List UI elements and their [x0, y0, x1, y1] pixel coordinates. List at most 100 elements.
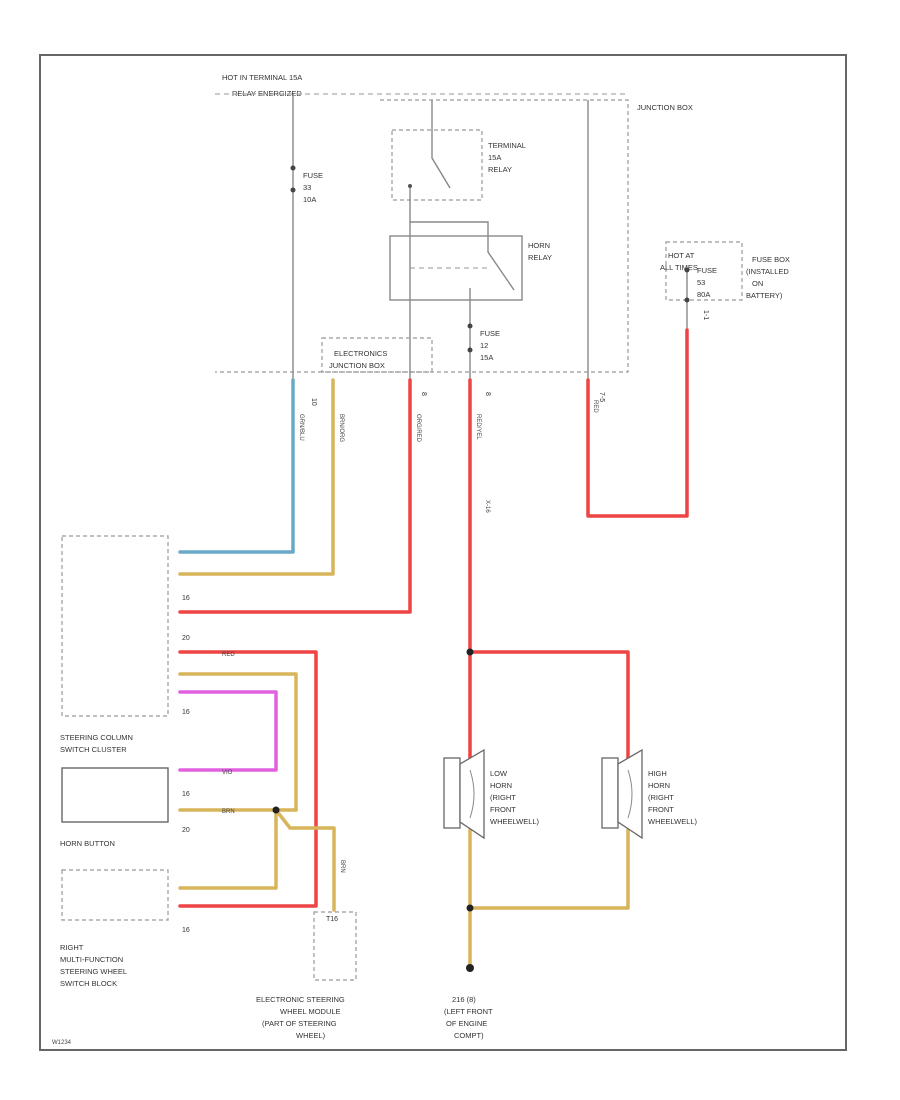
- low-horn-label-1: LOW: [490, 769, 508, 778]
- ejb-pin-3: 8: [484, 392, 491, 396]
- terminal-relay-label-3: RELAY: [488, 165, 512, 174]
- high-horn-label-3: (RIGHT: [648, 793, 674, 802]
- hot-in-terminal-label-1: HOT IN TERMINAL 15A: [222, 73, 302, 82]
- ground-label-1: 216 (8): [452, 995, 476, 1004]
- terminal-relay-wire: [431, 100, 451, 189]
- steering-cluster-pin-b: 20: [182, 635, 190, 642]
- eswm-label-1: ELECTRONIC STEERING: [256, 995, 345, 1004]
- ejb-pin-1: 10: [310, 398, 317, 406]
- fuse-53-bottom: [684, 297, 690, 303]
- jb-pin: 7-5: [598, 392, 605, 402]
- hot-at-all-times-2: ALL TIMES: [660, 263, 698, 272]
- wire-battery-red: [586, 328, 689, 518]
- ejb-pin-2: 8: [420, 392, 427, 396]
- mfsw-pin: 16: [182, 927, 190, 934]
- ejb-label-2: JUNCTION BOX: [329, 361, 385, 370]
- horn-button: [61, 767, 169, 823]
- fuse-12-label-3: 15A: [480, 353, 493, 362]
- horn-relay-bridge: [410, 221, 515, 291]
- wire-brn-module: [274, 808, 336, 912]
- steering-cluster-label-2: SWITCH CLUSTER: [60, 745, 127, 754]
- fuse-box-pin: 1-1: [702, 310, 709, 320]
- wire-red-cluster: [178, 650, 318, 908]
- high-horn-label-4: FRONT: [648, 805, 674, 814]
- ground-point: [466, 964, 474, 972]
- high-horn-icon: [601, 748, 643, 840]
- fuse-53-top: [684, 267, 690, 273]
- wire-org-red-ejb: [178, 378, 412, 614]
- fuse-33-bottom: [290, 187, 296, 193]
- wire-grn-blu: [178, 378, 295, 554]
- fuse-33-label-3: 10A: [303, 195, 316, 204]
- terminal-relay-label-1: TERMINAL: [488, 141, 526, 150]
- wire-label-brn-org: BRN/ORG: [338, 414, 344, 442]
- wire-label-red-battery: RED: [592, 400, 598, 413]
- high-horn-label-1: HIGH: [648, 769, 667, 778]
- wire-brn-org: [178, 378, 335, 576]
- diagram-frame: [39, 54, 847, 1051]
- splice-brn: [272, 806, 280, 814]
- wire-label-org-red: ORG/RED: [415, 414, 421, 443]
- fuse-box-battery: [665, 241, 743, 301]
- mfsw-label-3: STEERING WHEEL: [60, 967, 127, 976]
- fuse-box-battery-label-4: BATTERY): [746, 291, 783, 300]
- wire-brn-cluster: [178, 672, 298, 812]
- high-horn-label-2: HORN: [648, 781, 670, 790]
- steering-cluster-label-1: STEERING COLUMN: [60, 733, 133, 742]
- fuse-12-bottom: [467, 347, 473, 353]
- eswm-label-2: WHEEL MODULE: [280, 1007, 341, 1016]
- hot-in-terminal-label-2: RELAY ENERGIZED: [232, 89, 302, 98]
- splice-horn-feed: [466, 648, 474, 656]
- horn-relay-label-2: RELAY: [528, 253, 552, 262]
- fuse-12-label-1: FUSE: [480, 329, 500, 338]
- low-horn-label-3: (RIGHT: [490, 793, 516, 802]
- low-horn-label-5: WHEELWELL): [490, 817, 540, 826]
- wire-horn-split: [468, 650, 630, 772]
- terminal-15a-relay: [391, 129, 483, 201]
- high-horn-label-5: WHEELWELL): [648, 817, 698, 826]
- horn-button-pin-a: 16: [182, 791, 190, 798]
- ground-label-3: OF ENGINE: [446, 1019, 487, 1028]
- right-mfsw-switch-block: [61, 869, 169, 921]
- ejb-label-1: ELECTRONICS: [334, 349, 387, 358]
- terminal-relay-contact: [408, 184, 412, 188]
- wire-label-brn-module: BRN: [339, 860, 345, 873]
- footer-code: W1234: [52, 1040, 72, 1046]
- hot-at-all-times-1: HOT AT: [668, 251, 695, 260]
- fuse-53-label-2: 53: [697, 278, 705, 287]
- electronics-junction-box: [321, 337, 433, 373]
- mfsw-label-4: SWITCH BLOCK: [60, 979, 117, 988]
- fuse-12-label-2: 12: [480, 341, 488, 350]
- terminal-relay-label-2: 15A: [488, 153, 501, 162]
- steering-column-switch-cluster: [61, 535, 169, 717]
- ground-label-4: COMPT): [454, 1031, 484, 1040]
- splice-ground: [466, 904, 474, 912]
- eswm-label-4: WHEEL): [296, 1031, 326, 1040]
- eswm-label-3: (PART OF STEERING: [262, 1019, 337, 1028]
- wire-label-red-cluster: RED: [222, 652, 235, 658]
- fuse-box-battery-label-2: (INSTALLED: [746, 267, 789, 276]
- wire-brn-switch: [178, 808, 278, 890]
- fuse-12-top: [467, 323, 473, 329]
- low-horn-label-4: FRONT: [490, 805, 516, 814]
- fuse-33-label-2: 33: [303, 183, 311, 192]
- fuse-33-top: [290, 165, 296, 171]
- mfsw-label-2: MULTI-FUNCTION: [60, 955, 123, 964]
- fuse-33-label-1: FUSE: [303, 171, 323, 180]
- fuse-box-battery-label-3: ON: [752, 279, 763, 288]
- harness-label: X-16: [484, 500, 490, 513]
- steering-cluster-pin-a: 16: [182, 595, 190, 602]
- wire-label-red-yel: RED/YEL: [475, 414, 481, 440]
- wire-label-vio: VIO: [222, 770, 233, 776]
- wire-vio: [178, 690, 278, 772]
- fuse-box-battery-label-1: FUSE BOX: [752, 255, 790, 264]
- low-horn-icon: [443, 748, 485, 840]
- mfsw-label-1: RIGHT: [60, 943, 84, 952]
- ground-label-2: (LEFT FRONT: [444, 1007, 493, 1016]
- horn-button-label: HORN BUTTON: [60, 839, 115, 848]
- wire-high-horn-ground: [468, 828, 630, 910]
- horn-relay-label-1: HORN: [528, 241, 550, 250]
- eswm-pin: T16: [326, 916, 338, 923]
- horn-button-pin-b: 20: [182, 827, 190, 834]
